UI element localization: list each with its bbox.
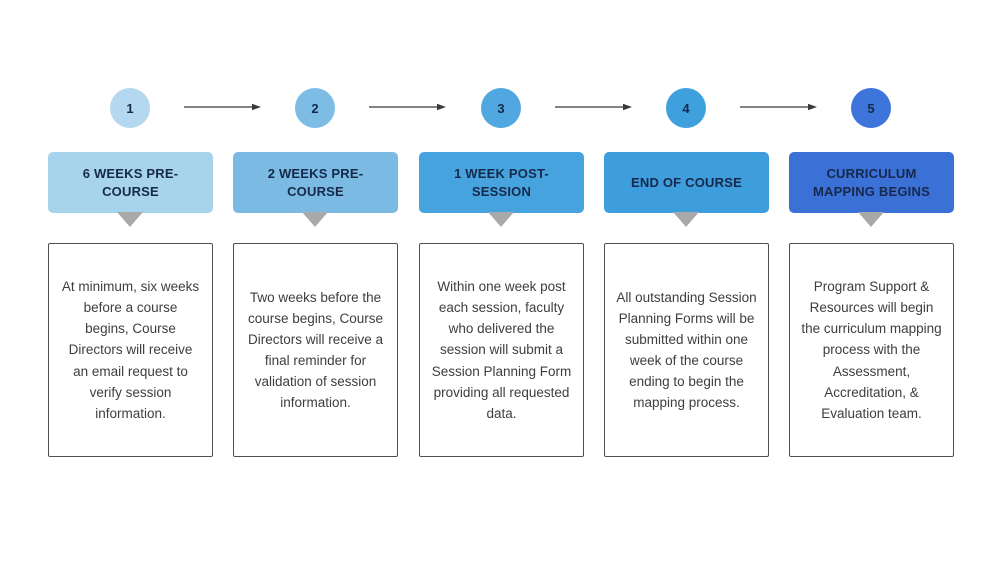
down-pointer-icon (488, 212, 514, 227)
step-number-badge: 5 (851, 88, 891, 128)
step-description: Within one week post each session, facul… (419, 243, 584, 457)
step-description-text: All outstanding Session Planning Forms w… (616, 289, 757, 411)
down-pointer-icon (858, 212, 884, 227)
step-header-label: 2 WEEKS PRE-COURSE (233, 152, 398, 213)
step-number-badge: 4 (666, 88, 706, 128)
step-number-badge: 1 (110, 88, 150, 128)
step-description: Program Support & Resources will begin t… (789, 243, 954, 457)
step-description-text: Two weeks before the course begins, Cour… (247, 289, 384, 411)
step-header-label: CURRICULUM MAPPING BEGINS (789, 152, 954, 213)
step-header-label: 6 WEEKS PRE-COURSE (48, 152, 213, 213)
down-pointer-icon (117, 212, 143, 227)
step-description: All outstanding Session Planning Forms w… (604, 243, 769, 457)
step-number-badge: 2 (295, 88, 335, 128)
right-arrow-icon (369, 103, 446, 111)
step-header-label: 1 WEEK POST-SESSION (419, 152, 584, 213)
step-column-4: 4 END OF COURSE All outstanding Session … (604, 0, 769, 563)
down-pointer-icon (302, 212, 328, 227)
step-number-badge: 3 (481, 88, 521, 128)
step-description-text: Within one week post each session, facul… (431, 279, 572, 421)
right-arrow-icon (184, 103, 261, 111)
step-description: Two weeks before the course begins, Cour… (233, 243, 398, 457)
step-column-1: 1 6 WEEKS PRE-COURSE At minimum, six wee… (48, 0, 213, 563)
step-column-2: 2 2 WEEKS PRE-COURSE Two weeks before th… (233, 0, 398, 563)
step-column-3: 3 1 WEEK POST-SESSION Within one week po… (419, 0, 584, 563)
right-arrow-icon (555, 103, 632, 111)
step-description: At minimum, six weeks before a course be… (48, 243, 213, 457)
step-column-5: 5 CURRICULUM MAPPING BEGINS Program Supp… (789, 0, 954, 563)
step-header-label: END OF COURSE (604, 152, 769, 213)
step-description-text: Program Support & Resources will begin t… (801, 279, 942, 421)
down-pointer-icon (673, 212, 699, 227)
step-description-text: At minimum, six weeks before a course be… (61, 279, 200, 421)
right-arrow-icon (740, 103, 817, 111)
